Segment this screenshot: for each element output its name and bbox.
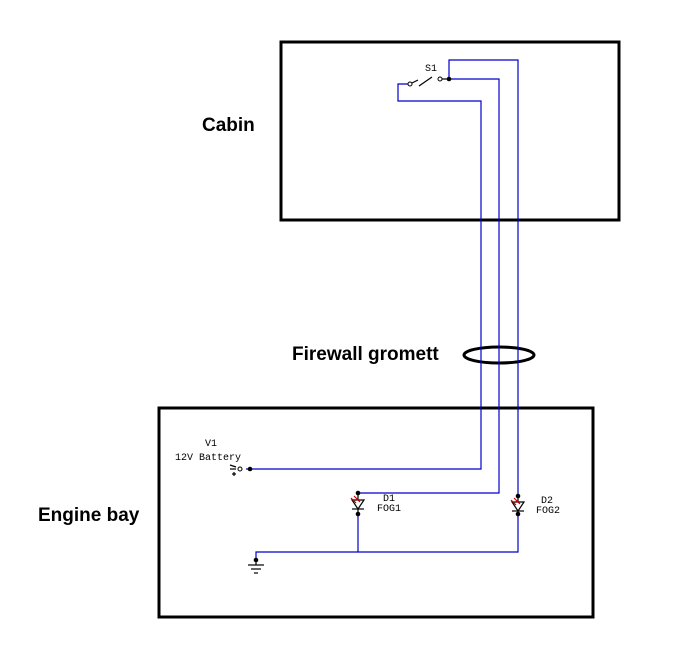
cabin-box [279, 40, 621, 222]
engine-bay-label: Engine bay [38, 505, 140, 526]
switch-ref-label: S1 [425, 64, 437, 75]
wire-switch-to-d2 [448, 59, 519, 496]
lamp-d2 [510, 493, 526, 517]
battery-v1 [229, 464, 253, 476]
switch-s1 [407, 76, 452, 87]
d2-value-label: FOG2 [536, 506, 560, 517]
ground-icon [248, 557, 264, 574]
wire-switch-to-d1 [358, 78, 500, 494]
cabin-label: Cabin [202, 115, 255, 136]
wire-ground-bus [255, 514, 519, 560]
wire-battery-to-switch [246, 83, 482, 470]
battery-ref-label: V1 [205, 439, 217, 450]
d2-ref-label: D2 [541, 496, 553, 507]
battery-value-label: 12V Battery [175, 453, 241, 464]
lamp-d1 [350, 490, 366, 517]
firewall-label: Firewall gromett [292, 344, 439, 365]
d1-value-label: FOG1 [377, 504, 401, 515]
engine-bay-box [157, 406, 595, 619]
d1-ref-label: D1 [383, 494, 395, 505]
